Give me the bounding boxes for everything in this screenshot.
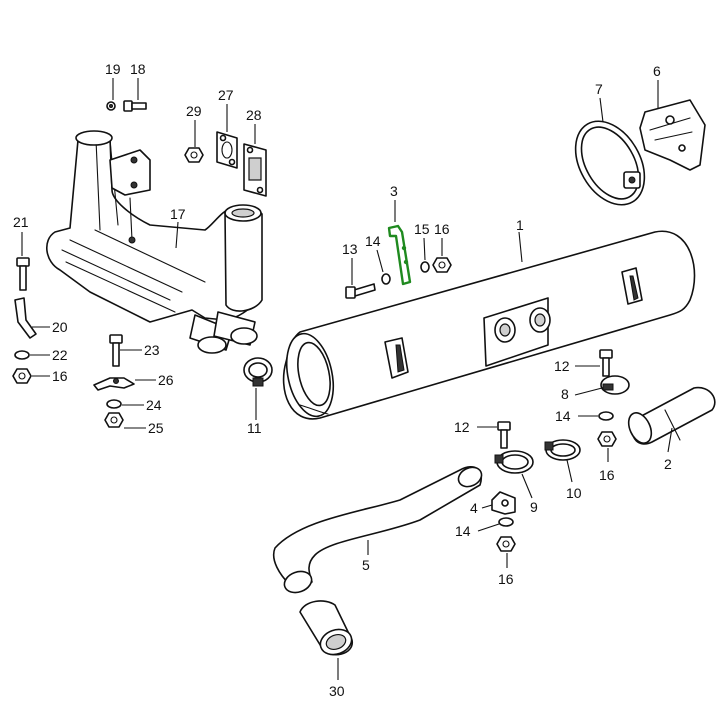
washer-24[interactable] xyxy=(106,399,122,409)
callout-14b: 14 xyxy=(555,408,571,424)
callout-22: 22 xyxy=(52,347,68,363)
callout-28: 28 xyxy=(246,107,262,123)
washer-14c[interactable] xyxy=(498,517,514,527)
bolt-23[interactable] xyxy=(109,334,123,367)
callout-17: 17 xyxy=(170,206,186,222)
callout-12b: 12 xyxy=(454,419,470,435)
callout-12a: 12 xyxy=(554,358,570,374)
nut-16b[interactable] xyxy=(597,431,617,447)
clamp-10[interactable] xyxy=(544,439,581,461)
nut-16c[interactable] xyxy=(496,536,516,552)
clamp-8[interactable] xyxy=(600,375,630,395)
gasket-28[interactable] xyxy=(243,143,267,197)
callout-25: 25 xyxy=(148,420,164,436)
tailpipe-2[interactable] xyxy=(624,386,716,447)
callout-19: 19 xyxy=(105,61,121,77)
washer-14a[interactable] xyxy=(381,273,391,285)
callout-30: 30 xyxy=(329,683,345,699)
callout-16b: 16 xyxy=(599,467,615,483)
clamp-11[interactable] xyxy=(243,357,273,387)
callout-2: 2 xyxy=(664,456,672,472)
bolt-13[interactable] xyxy=(345,283,376,299)
callout-3: 3 xyxy=(390,183,398,199)
callout-5: 5 xyxy=(362,557,370,573)
callout-14c: 14 xyxy=(455,523,471,539)
nut-29[interactable] xyxy=(184,147,204,163)
callout-29: 29 xyxy=(186,103,202,119)
washer-14b[interactable] xyxy=(598,411,614,421)
callout-15: 15 xyxy=(414,221,430,237)
callout-23: 23 xyxy=(144,342,160,358)
pipe-30[interactable] xyxy=(299,600,355,659)
nut-16a[interactable] xyxy=(432,257,452,273)
callout-7: 7 xyxy=(595,81,603,97)
nut-25[interactable] xyxy=(104,412,124,428)
callout-6: 6 xyxy=(653,63,661,79)
callout-14a: 14 xyxy=(365,233,381,249)
callout-4: 4 xyxy=(470,500,478,516)
heat-exchanger-17[interactable] xyxy=(46,130,263,354)
bracket-26[interactable] xyxy=(93,377,135,391)
callout-27: 27 xyxy=(218,87,234,103)
callout-18: 18 xyxy=(130,61,146,77)
callout-21: 21 xyxy=(13,214,29,230)
callout-8: 8 xyxy=(561,386,569,402)
mount-bracket-6[interactable] xyxy=(639,99,706,171)
callout-16a: 16 xyxy=(434,221,450,237)
bolt-18[interactable] xyxy=(123,100,147,112)
callout-9: 9 xyxy=(530,499,538,515)
bracket-4[interactable] xyxy=(491,491,516,515)
leader-lines xyxy=(21,78,673,680)
bracket-20[interactable] xyxy=(14,297,37,339)
callout-20: 20 xyxy=(52,319,68,335)
callout-1: 1 xyxy=(516,217,524,233)
callout-labels: 1 2 3 4 5 6 7 8 9 10 11 12 12 13 14 14 1… xyxy=(13,61,672,699)
muffler-1[interactable] xyxy=(280,230,696,420)
callout-24: 24 xyxy=(146,397,162,413)
callout-10: 10 xyxy=(566,485,582,501)
nut-16d[interactable] xyxy=(12,368,32,384)
callout-13: 13 xyxy=(342,241,358,257)
callout-11: 11 xyxy=(247,420,262,436)
callout-16d: 16 xyxy=(52,368,68,384)
bolt-12a[interactable] xyxy=(599,349,613,377)
strap-clamp-7[interactable] xyxy=(562,109,659,217)
bolt-21[interactable] xyxy=(16,257,30,291)
bracket-3[interactable] xyxy=(387,224,412,286)
clamp-9[interactable] xyxy=(494,450,534,474)
callout-16c: 16 xyxy=(498,571,514,587)
bolt-12b[interactable] xyxy=(497,421,511,449)
washer-19[interactable] xyxy=(106,101,116,111)
callout-26: 26 xyxy=(158,372,174,388)
gasket-27[interactable] xyxy=(216,131,238,169)
washer-22[interactable] xyxy=(14,350,30,360)
washer-15[interactable] xyxy=(420,261,430,273)
pipe-5[interactable] xyxy=(272,464,485,596)
